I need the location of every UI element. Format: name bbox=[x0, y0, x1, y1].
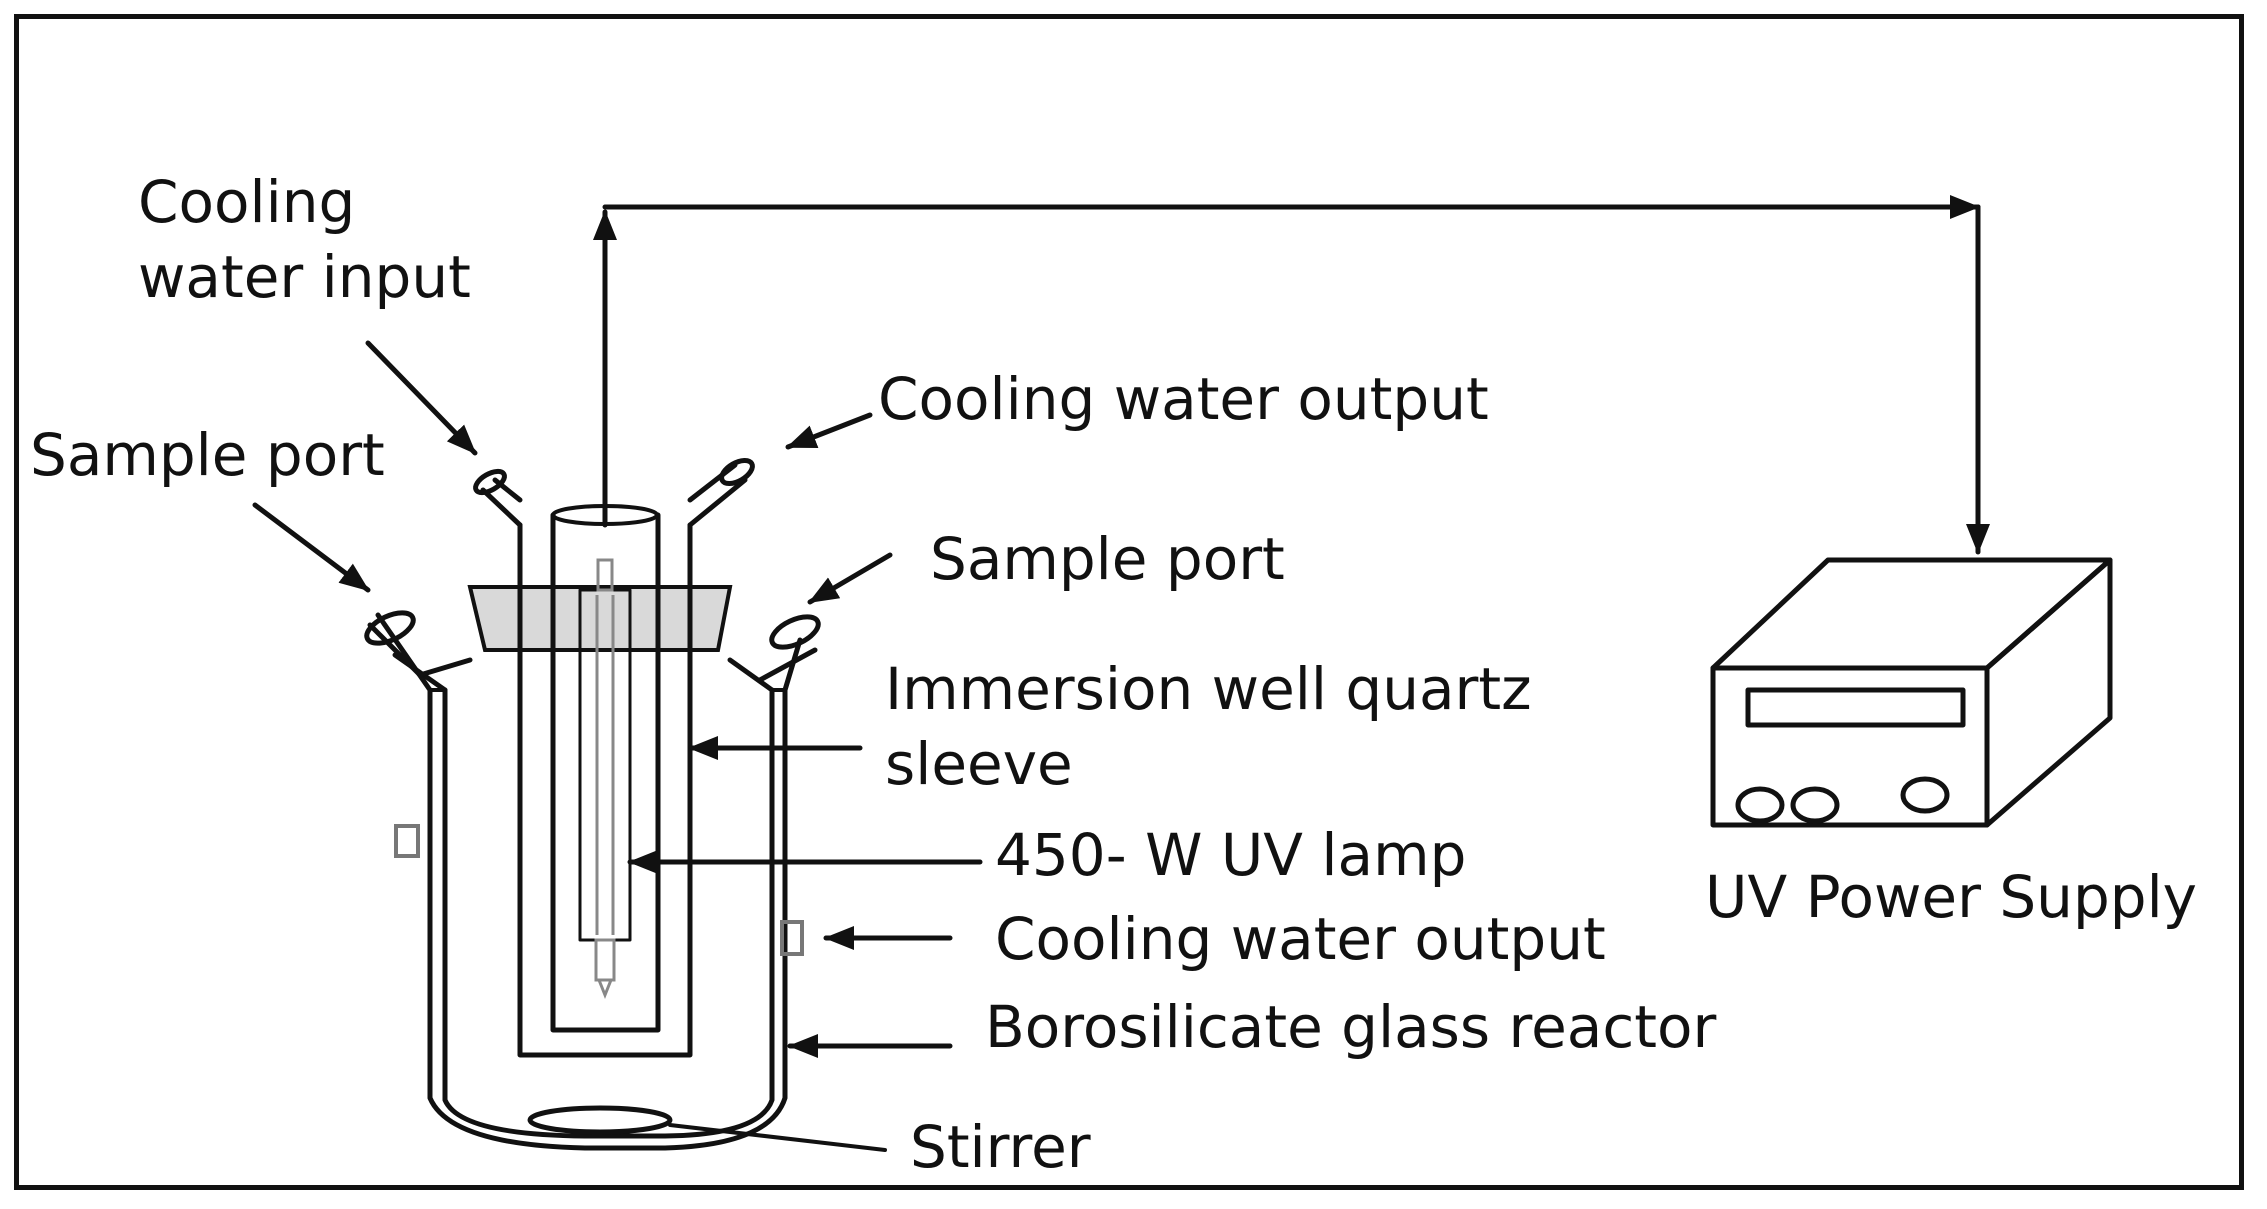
power-wire bbox=[593, 195, 1990, 555]
borosilicate-glass-reactor bbox=[427, 687, 788, 1151]
uv-power-supply bbox=[1710, 557, 2113, 828]
left-sample-port bbox=[364, 610, 473, 693]
power-supply-display bbox=[1745, 687, 1966, 728]
label-reactor: Borosilicate glass reactor bbox=[985, 993, 1717, 1061]
right-sample-port bbox=[727, 614, 821, 693]
label-cooling-water-input-line2: water input bbox=[138, 243, 471, 312]
label-uv-lamp: 450- W UV lamp bbox=[995, 821, 1467, 889]
immersion-well-jacket bbox=[473, 457, 755, 1058]
arrow-sample-port-right bbox=[807, 552, 893, 605]
power-supply-knob-3 bbox=[1900, 776, 1950, 814]
label-cooling-water-output-side: Cooling water output bbox=[995, 905, 1606, 973]
pointer-arrows bbox=[252, 340, 983, 1152]
arrow-cooling-water-output-top bbox=[785, 412, 873, 450]
stopper bbox=[467, 585, 733, 652]
quartz-sleeve bbox=[550, 504, 661, 1033]
left-side-port-marker bbox=[394, 824, 420, 858]
power-supply-knob-2 bbox=[1790, 786, 1840, 824]
arrow-stirrer bbox=[668, 1123, 887, 1152]
diagram-frame bbox=[14, 14, 2244, 1190]
label-cooling-water-input-line1: Cooling bbox=[138, 168, 356, 236]
label-immersion-well-line1: Immersion well quartz bbox=[885, 655, 1532, 723]
uv-lamp bbox=[578, 558, 632, 1000]
right-side-port-marker bbox=[780, 920, 804, 956]
label-immersion-well-line2: sleeve bbox=[885, 730, 1073, 799]
label-sample-port-left: Sample port bbox=[30, 421, 385, 489]
label-power-supply: UV Power Supply bbox=[1705, 863, 2198, 931]
arrow-cooling-water-input bbox=[365, 340, 478, 456]
stirrer bbox=[527, 1105, 673, 1135]
label-sample-port-right: Sample port bbox=[930, 525, 1285, 593]
power-supply-knob-1 bbox=[1735, 786, 1785, 824]
label-stirrer: Stirrer bbox=[910, 1113, 1091, 1181]
arrow-sample-port-left bbox=[252, 502, 371, 593]
label-cooling-water-input: Cooling water input bbox=[138, 165, 471, 316]
label-cooling-water-output-top: Cooling water output bbox=[878, 365, 1489, 433]
label-immersion-well: Immersion well quartz sleeve bbox=[885, 652, 1532, 803]
